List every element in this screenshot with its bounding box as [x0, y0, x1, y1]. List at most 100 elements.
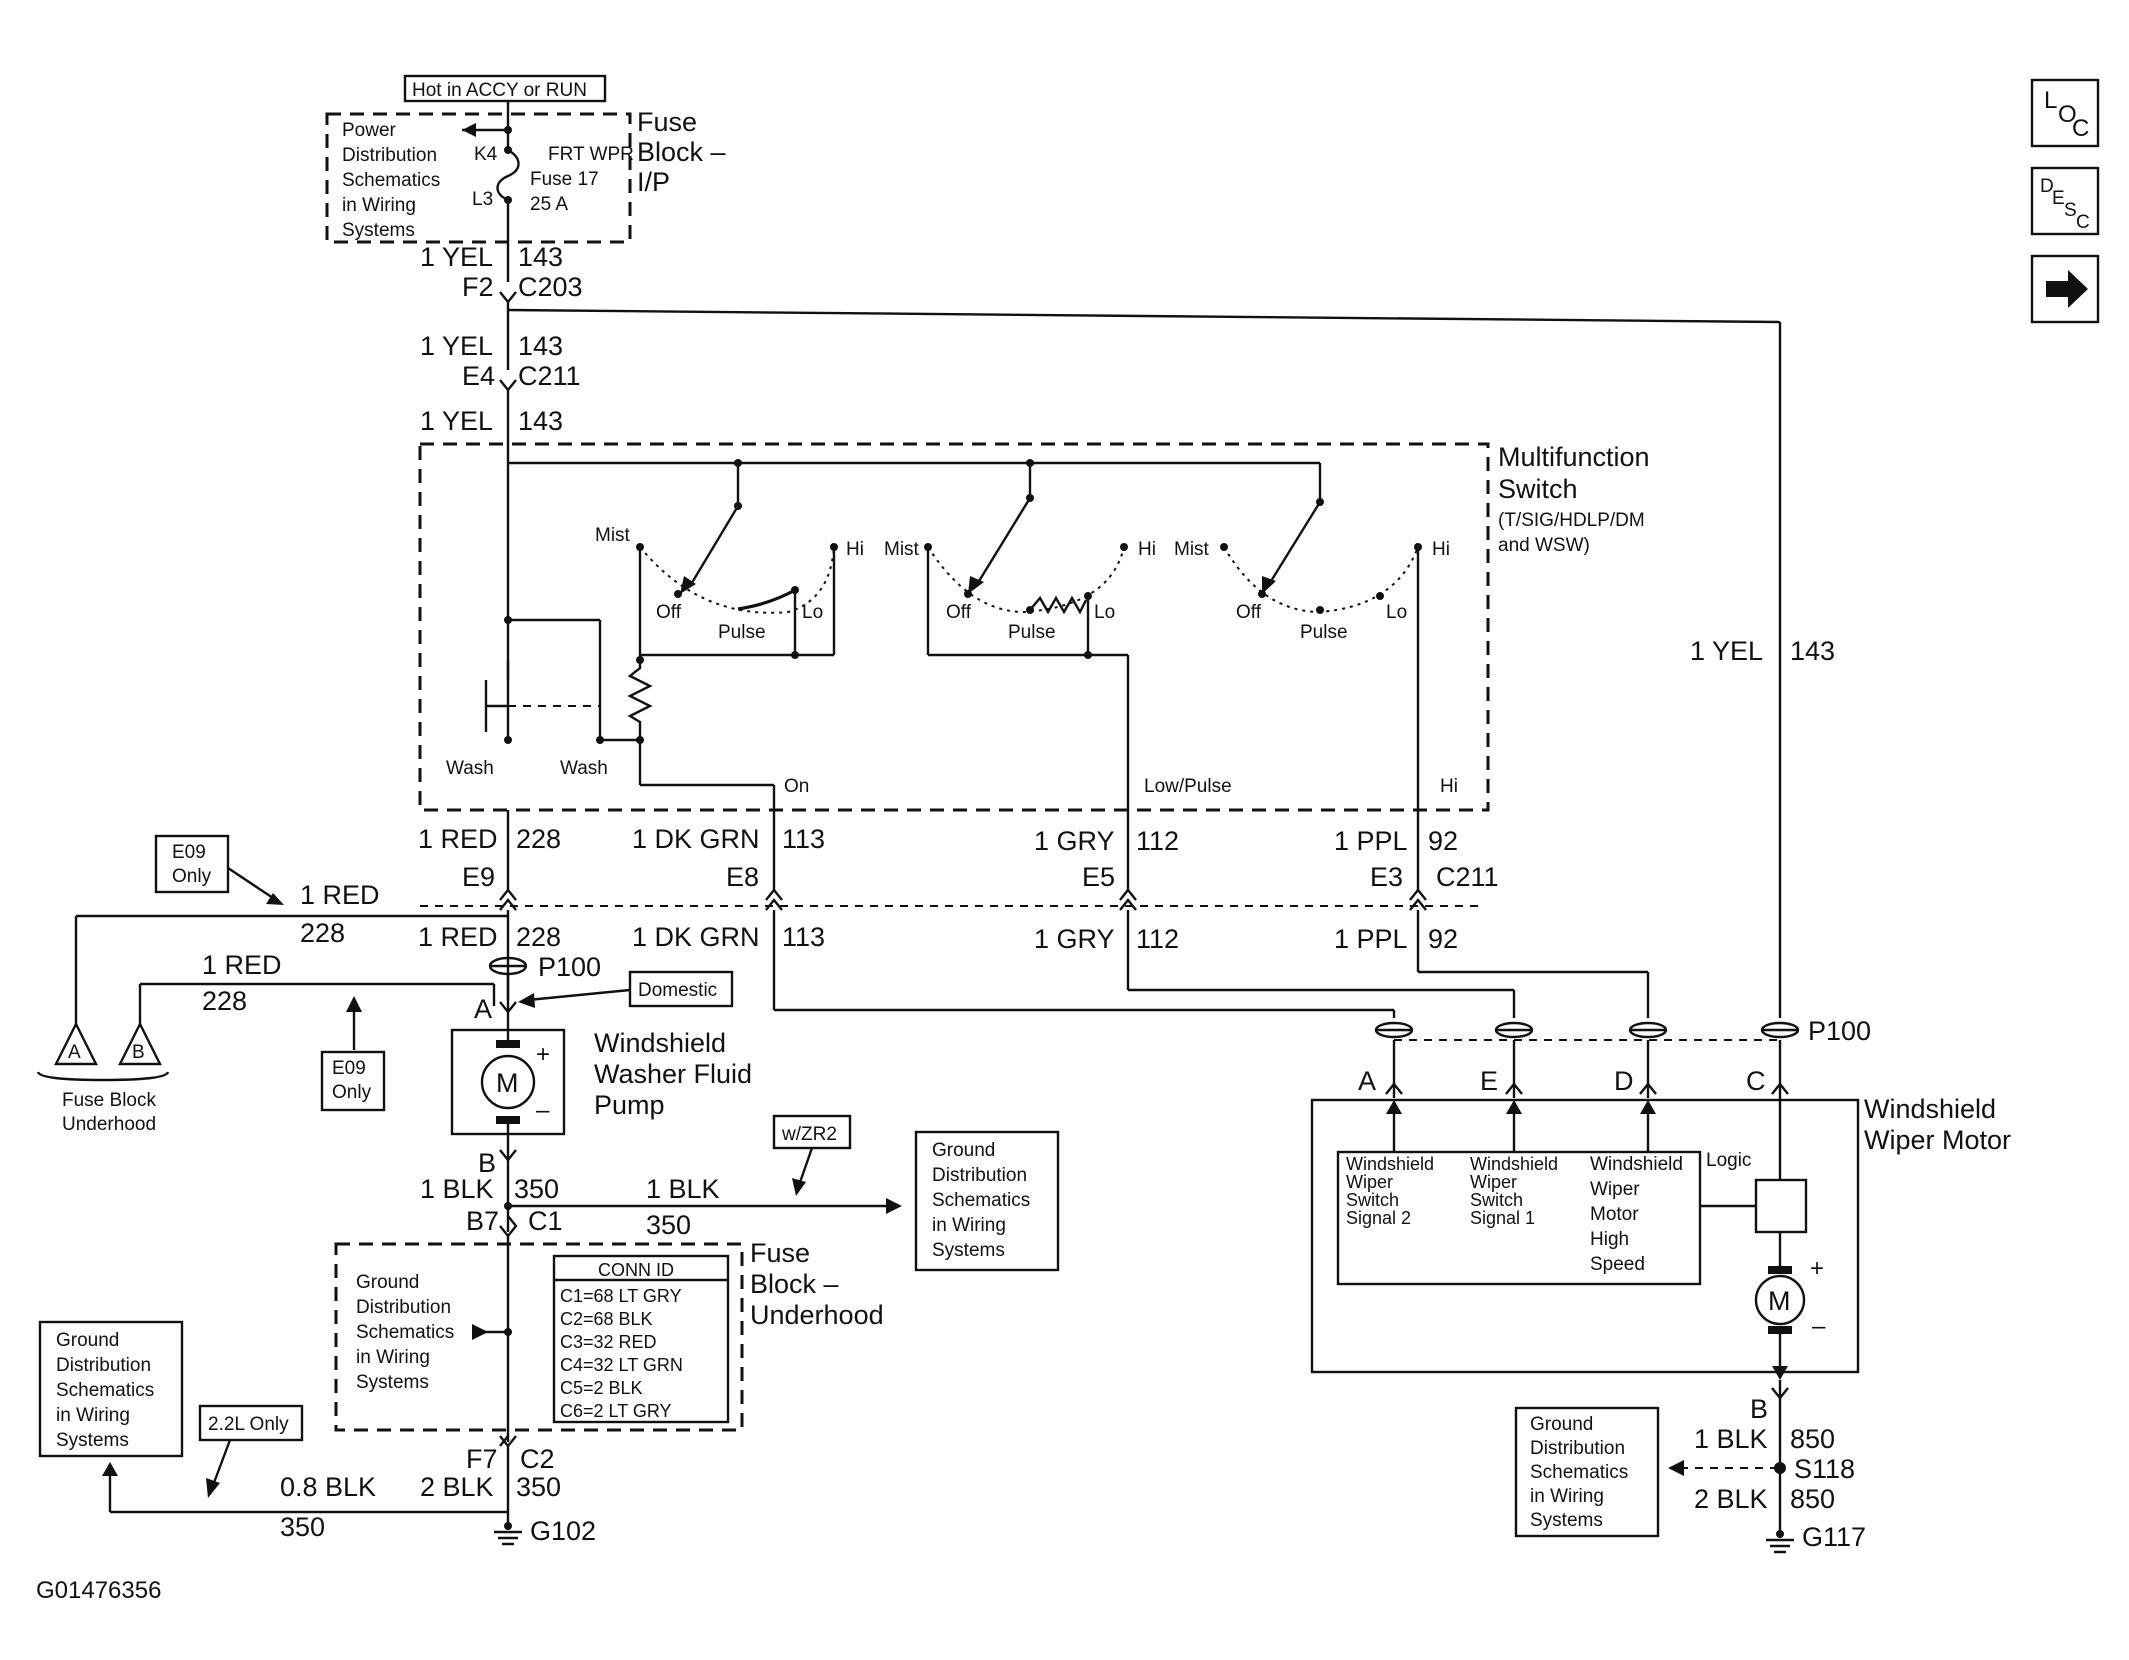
sw2-off: Off	[946, 602, 972, 623]
e8-label: E8	[726, 862, 759, 892]
hot-label: Hot in ACCY or RUN	[412, 80, 587, 101]
ground-icon	[1766, 1538, 1794, 1554]
fuse-text: FRT WPR Fuse 17 25 A	[530, 144, 639, 215]
connector-pin-d	[1639, 1082, 1657, 1095]
sw1-pulse: Pulse	[718, 622, 766, 643]
l3-label: L3	[472, 189, 493, 210]
c2-label: C2	[520, 1444, 555, 1474]
left-red-wire-1: 1 RED	[300, 880, 380, 910]
pump-plus: +	[536, 1041, 550, 1068]
washer-pump: P100 A Domestic M + – Windshield Washer …	[450, 952, 760, 1232]
pulse-arc-heavy	[737, 588, 796, 611]
triangle-b-icon	[118, 1021, 162, 1066]
wzr2-label: w/ZR2	[781, 1124, 837, 1145]
e3-label: E3	[1370, 862, 1403, 892]
grn-wire: 1 DK GRN	[632, 824, 760, 854]
gry-circuit-2: 112	[1136, 924, 1179, 954]
sw2-lo: Lo	[1094, 602, 1115, 623]
red-wire-2: 1 RED	[418, 922, 498, 952]
arrowhead-icon	[1668, 1460, 1684, 1476]
blk08-wire: 0.8 BLK	[280, 1472, 376, 1502]
low-pulse-label: Low/Pulse	[1144, 776, 1232, 797]
gry-wire-2: 1 GRY	[1034, 924, 1115, 954]
arrowhead-icon	[472, 1324, 488, 1340]
figure-id: G01476356	[36, 1577, 161, 1604]
mfs-title: Multifunction Switch	[1498, 442, 1657, 504]
blk3-circuit: 350	[516, 1472, 561, 1502]
motor-pin-c: C	[1746, 1066, 1766, 1096]
grn-circuit-2: 113	[782, 922, 825, 952]
desc-letter-e: E	[2052, 188, 2065, 209]
p100-left: P100	[538, 952, 601, 982]
red-circuit-2: 228	[516, 922, 561, 952]
multifunction-switch: Multifunction Switch (T/SIG/HDLP/DM and …	[418, 442, 1657, 812]
ppl-circuit-2: 92	[1428, 924, 1458, 954]
resistor-pulse	[1029, 595, 1088, 615]
arrowhead-icon	[680, 576, 696, 594]
mfs-subtitle: (T/SIG/HDLP/DM and WSW)	[1498, 510, 1650, 556]
pump-motor-m: M	[496, 1068, 519, 1098]
arrowhead-icon	[518, 993, 535, 1008]
desc-letter-s: S	[2064, 200, 2077, 221]
blk-wire: 1 BLK	[420, 1174, 494, 1204]
grn-wire-2: 1 DK GRN	[632, 922, 760, 952]
sw1-hi: Hi	[846, 539, 864, 560]
connector-c203	[499, 291, 517, 304]
gry-circuit: 112	[1136, 826, 1179, 856]
k4-label: K4	[474, 144, 498, 165]
gds4-label: Ground Distribution Schematics in Wiring…	[1530, 1414, 1633, 1531]
connector-pin-a	[1385, 1082, 1403, 1095]
arrowhead-icon	[968, 576, 984, 594]
blk2-wire: 1 BLK	[646, 1174, 720, 1204]
sw1-lo: Lo	[802, 602, 823, 623]
grn-circuit: 113	[782, 824, 825, 854]
left-red-wire-2: 1 RED	[202, 950, 282, 980]
red-wire: 1 RED	[418, 824, 498, 854]
connector-e3	[1409, 888, 1427, 911]
connector-b	[499, 1149, 517, 1162]
feed-wire-2: 1 YEL	[420, 331, 493, 361]
motor-m: M	[1768, 1286, 1791, 1316]
loc-letter-o: O	[2058, 101, 2077, 128]
desc-button[interactable]: D E S C	[2030, 166, 2100, 236]
next-button[interactable]	[2030, 254, 2100, 324]
pump-pin-a: A	[474, 994, 492, 1024]
arrowhead-down-icon	[1772, 1366, 1788, 1380]
connector-c1	[499, 1215, 518, 1238]
pump-title: Windshield Washer Fluid Pump	[594, 1028, 760, 1120]
yel-right-wire: 1 YEL	[1690, 636, 1763, 666]
sw3-hi: Hi	[1432, 539, 1450, 560]
fuse-block-uh-label: Fuse Block Underhood	[62, 1090, 161, 1135]
arrowhead-icon	[206, 1478, 220, 1498]
arrowhead-icon	[886, 1198, 902, 1214]
hs-label: Windshield Wiper Motor High Speed	[1590, 1154, 1688, 1275]
sw1-mist: Mist	[595, 525, 631, 546]
s118-label: S118	[1794, 1454, 1855, 1484]
p100-connectors	[1374, 1021, 1800, 1039]
ppl-wire: 1 PPL	[1334, 826, 1408, 856]
feed-wire-1: 1 YEL	[420, 242, 493, 272]
wiper-motor: P100 A E D C Windshield Wiper Motor Wind…	[1310, 1016, 2011, 1554]
sw1-off: Off	[656, 602, 682, 623]
arrowhead-icon	[266, 893, 284, 905]
hi-out-label: Hi	[1440, 776, 1458, 797]
gds2-label: Ground Distribution Schematics in Wiring…	[356, 1272, 459, 1393]
connector-c211-feed	[499, 379, 517, 392]
feed-f2: F2	[462, 272, 494, 302]
feed-circuit-3: 143	[518, 406, 563, 436]
sw2-hi: Hi	[1138, 539, 1156, 560]
feed-circuit-2: 143	[518, 331, 563, 361]
connector-motor-b	[1771, 1387, 1789, 1400]
c211-label: C211	[1436, 862, 1499, 892]
power-dist-label: Power Distribution Schematics in Wiring …	[342, 120, 445, 241]
loc-button[interactable]: L O C	[2030, 78, 2100, 148]
c211-circuits: 1 RED 228 E9 1 DK GRN 113 E8 1 GRY 112 E…	[418, 810, 1650, 1018]
arrowhead-up-icon	[1640, 1100, 1656, 1114]
blk3-wire: 2 BLK	[420, 1472, 494, 1502]
right-arrow-icon	[2046, 270, 2088, 308]
arrowhead-icon	[792, 1178, 806, 1196]
e5-label: E5	[1082, 862, 1115, 892]
desc-letter-c: C	[2076, 212, 2090, 233]
motor-blk-wire: 1 BLK	[1694, 1424, 1768, 1454]
